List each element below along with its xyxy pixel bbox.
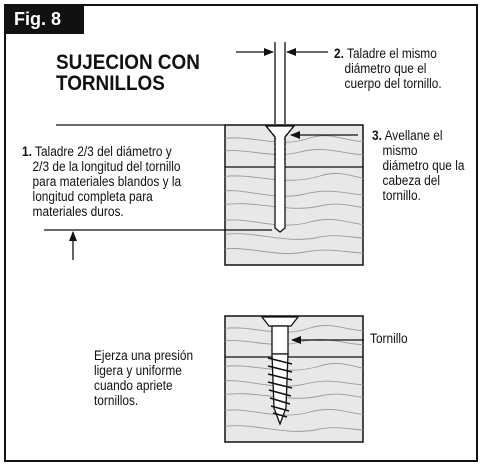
step-1-number: 1. [22, 144, 32, 159]
figure-frame [4, 4, 478, 462]
step-3-number: 3. [372, 128, 382, 143]
step-3-note: 3. Avellane el mismo diámetro que la cab… [372, 128, 464, 203]
pressure-line-4: tornillos. [94, 393, 139, 408]
step-2-line-1: Taladre el mismo [347, 46, 437, 61]
step-1-line-5: materiales duros. [32, 204, 124, 219]
step-2-line-3: cuerpo del tornillo. [344, 76, 442, 91]
screw-label: Tornillo [370, 331, 408, 346]
step-1-line-2: 2/3 de la longitud del tornillo [32, 159, 181, 174]
pressure-line-2: ligera y uniforme [94, 363, 182, 378]
step-1-line-4: longitud completa para [32, 189, 153, 204]
wood-block-top [224, 124, 364, 266]
step-2-line-2: diámetro que el [344, 61, 427, 76]
step-3-line-3: diámetro que la [382, 158, 465, 173]
screw [260, 316, 300, 426]
step-2-note: 2. Taladre el mismo diámetro que el cuer… [334, 46, 442, 91]
title-line-2: TORNILLOS [56, 72, 165, 95]
title-line-1: SUJECION CON [56, 51, 200, 74]
pilot-hole [264, 125, 296, 233]
diameter-arrows [236, 42, 328, 124]
figure-title: SUJECION CON TORNILLOS [56, 52, 200, 94]
step-3-line-4: cabeza del [382, 173, 441, 188]
step-1-line-1: Taladre 2/3 del diámetro y [35, 144, 172, 159]
step-3-line-5: tornillo. [382, 188, 421, 203]
step-1-note: 1. Taladre 2/3 del diámetro y 2/3 de la … [22, 144, 181, 219]
pressure-note: Ejerza una presión ligera y uniforme cua… [94, 348, 193, 408]
step-1-line-3: para materiales blandos y la [32, 174, 182, 189]
wood-block-bottom [224, 315, 364, 443]
step-3-line-2: mismo [382, 143, 418, 158]
step-3-line-1: Avellane el [384, 128, 443, 143]
step-2-number: 2. [334, 46, 344, 61]
pressure-line-1: Ejerza una presión [94, 348, 194, 363]
figure-label: Fig. 8 [4, 4, 84, 34]
pressure-line-3: cuando apriete [94, 378, 173, 393]
depth-indicator [44, 124, 272, 260]
